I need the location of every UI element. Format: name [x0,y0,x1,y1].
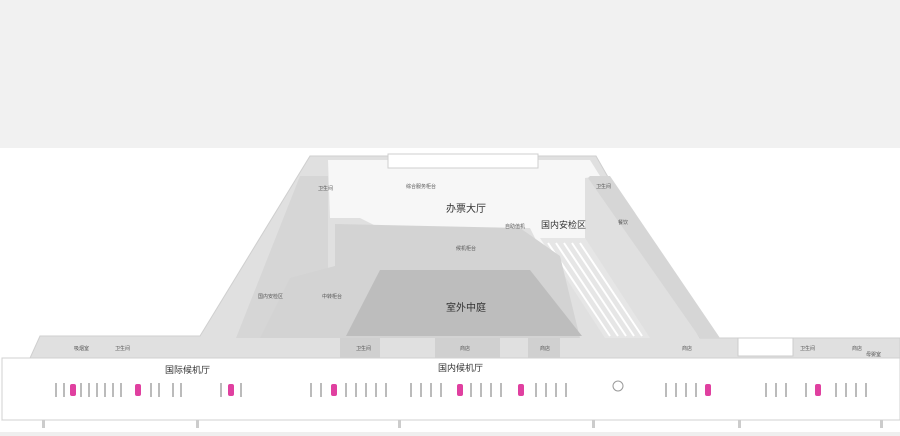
label-outdoor-courtyard: 室外中庭 [446,301,486,314]
gate-marker [331,384,337,396]
left-wing [236,176,328,338]
right-room [737,337,794,357]
label-intl-security: 国内安检区 [258,293,283,300]
restroom-block [340,338,380,358]
label-restroom-ne: 卫生间 [596,183,611,190]
gate-marker [228,384,234,396]
gate-markers [70,384,821,396]
bottom-posts [42,420,883,428]
label-shop-2: 商店 [540,345,550,352]
terminal-floor-map[interactable]: 办票大厅 室外中庭 国内安检区 国际候机厅 国内候机厅 综合服务柜台 卫生间 卫… [0,148,900,432]
label-baby-room: 母婴室 [866,351,881,358]
label-restroom-nw: 卫生间 [318,185,333,192]
label-shop-4: 商店 [852,345,862,352]
label-transfer-counter: 候机柜台 [456,245,476,252]
label-self-checkin: 自助值机 [505,223,525,230]
gate-marker [518,384,524,396]
outdoor-courtyard [346,270,582,336]
label-domestic-security: 国内安检区 [541,219,586,231]
info-circle [612,380,624,392]
label-ticket-hall: 办票大厅 [446,202,486,215]
gate-marker [135,384,141,396]
label-smoking: 吸烟室 [74,345,89,352]
label-restaurant-ne: 餐饮 [618,219,628,226]
right-wing [588,176,720,338]
label-transit: 中转柜台 [322,293,342,300]
label-service-center: 综合服务柜台 [406,183,436,190]
gate-marker [70,384,76,396]
top-margin-band [0,0,900,148]
entrance-canopy [387,153,539,169]
label-restroom-c: 卫生间 [356,345,371,352]
label-shop-1: 商店 [460,345,470,352]
label-intl-departure: 国际候机厅 [165,364,210,376]
label-restroom-e: 卫生间 [800,345,815,352]
floor-plan-svg: 办票大厅 室外中庭 国内安检区 国际候机厅 国内候机厅 综合服务柜台 卫生间 卫… [1,153,900,428]
label-domestic-departure: 国内候机厅 [438,362,483,374]
shop-block-1 [435,338,500,358]
label-shop-3: 商店 [682,345,692,352]
gate-marker [815,384,821,396]
gate-marker [457,384,463,396]
gate-marker [705,384,711,396]
shop-block-2 [528,338,560,358]
seat-rows [55,383,867,397]
label-restroom-w: 卫生间 [115,345,130,352]
